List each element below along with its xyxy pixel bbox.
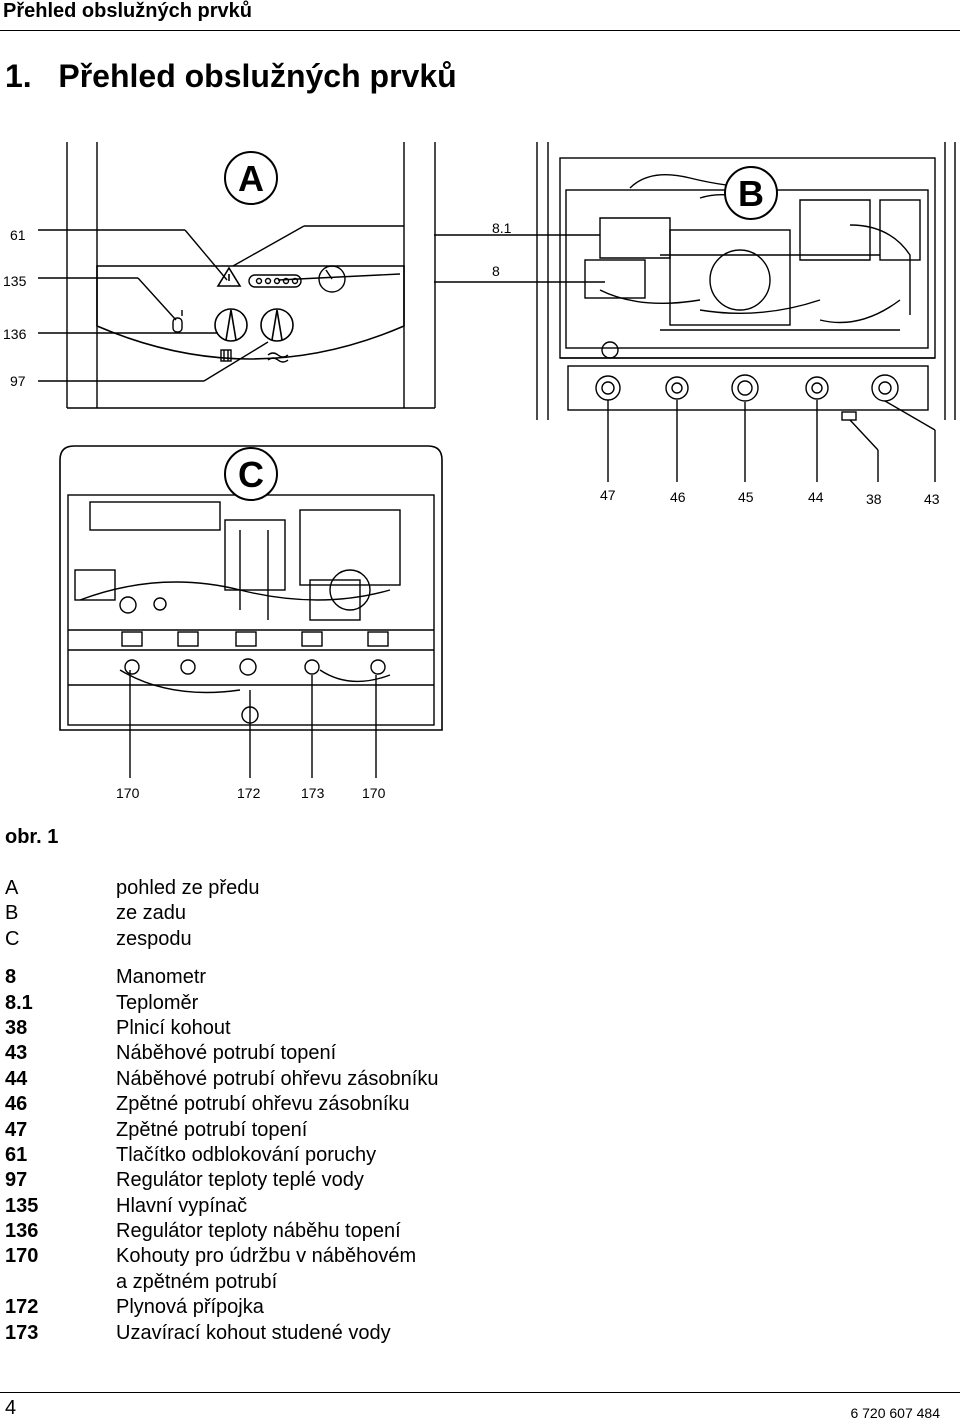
section-number: 1. xyxy=(5,58,32,94)
legend-text: Náběhové potrubí topení xyxy=(116,1042,337,1065)
legend-text: Zpětné potrubí ohřevu zásobníku xyxy=(116,1093,410,1116)
legend-text: Zpětné potrubí topení xyxy=(116,1118,308,1141)
legend-key: 44 xyxy=(5,1067,28,1090)
legend-text: Manometr xyxy=(116,966,207,989)
legend-item-row: 172 Plynová přípojka xyxy=(5,1295,955,1320)
legend-item-row: 46 Zpětné potrubí ohřevu zásobníku xyxy=(5,1092,955,1117)
legend-key: 38 xyxy=(5,1016,28,1039)
legend-key: A xyxy=(5,877,19,899)
view-b-rear: B 8.1 8 47 46 45 44 38 43 xyxy=(434,142,956,507)
legend-key: 97 xyxy=(5,1169,28,1192)
callout-47: 47 xyxy=(600,487,616,503)
legend-key: 173 xyxy=(5,1321,39,1344)
legend-item-row: 43 Náběhové potrubí topení xyxy=(5,1041,955,1066)
legend-text: Náběhové potrubí ohřevu zásobníku xyxy=(116,1067,439,1090)
callout-45: 45 xyxy=(738,489,754,505)
boiler-drawing: A xyxy=(3,142,956,801)
header-rule xyxy=(0,30,960,31)
figure-caption: obr. 1 xyxy=(5,826,59,848)
legend-item-row: 61 Tlačítko odblokování poruchy xyxy=(5,1143,955,1168)
legend-item-row: 135 Hlavní vypínač xyxy=(5,1194,955,1219)
callout-61: 61 xyxy=(10,227,26,243)
view-c-letter: C xyxy=(238,454,264,495)
legend-item-row: 44 Náběhové potrubí ohřevu zásobníku xyxy=(5,1067,955,1092)
callout-38: 38 xyxy=(866,491,882,507)
callout-170-left: 170 xyxy=(116,785,140,801)
legend-item-row: 8 Manometr xyxy=(5,965,955,990)
legend-key: 135 xyxy=(5,1194,39,1217)
view-c-bottom: C 170 172 173 170 xyxy=(59,445,443,801)
legend-text: Plnicí kohout xyxy=(116,1016,231,1039)
legend-key: 43 xyxy=(5,1042,28,1065)
legend-key: C xyxy=(5,927,20,950)
legend-key: 172 xyxy=(5,1296,39,1319)
callout-173: 173 xyxy=(301,785,325,801)
legend-text: Kohouty pro údržbu v náběhovém xyxy=(116,1245,417,1268)
legend-key: 170 xyxy=(5,1245,39,1268)
legend-item-row: 136 Regulátor teploty náběhu topení xyxy=(5,1219,955,1244)
legend-text: Uzavírací kohout studené vody xyxy=(116,1321,391,1344)
running-head: Přehled obslužných prvků xyxy=(3,0,252,22)
view-a-front: A xyxy=(3,142,436,409)
callout-44: 44 xyxy=(808,489,824,505)
view-b-letter: B xyxy=(738,173,764,214)
callout-172: 172 xyxy=(237,785,261,801)
callout-46: 46 xyxy=(670,489,686,505)
legend-text: Regulátor teploty teplé vody xyxy=(116,1169,364,1192)
view-a-letter: A xyxy=(238,158,264,199)
callout-97: 97 xyxy=(10,373,26,389)
legend-text: a zpětném potrubí xyxy=(116,1270,278,1293)
footer-rule xyxy=(0,1392,960,1393)
legend-text: zespodu xyxy=(116,927,192,950)
legend-text: ze zadu xyxy=(116,902,187,925)
legend-key: 46 xyxy=(5,1093,28,1116)
legend-key: B xyxy=(5,902,19,925)
legend-item-row: 97 Regulátor teploty teplé vody xyxy=(5,1168,955,1193)
callout-135: 135 xyxy=(3,273,27,289)
legend-item-row: 38 Plnicí kohout xyxy=(5,1016,955,1041)
legend-item-row: a zpětném potrubí xyxy=(5,1270,955,1295)
callout-43: 43 xyxy=(924,491,940,507)
legend-key: 8.1 xyxy=(5,991,33,1014)
callout-8-1: 8.1 xyxy=(492,220,512,236)
legend-item-row: 8.1 Teploměr xyxy=(5,991,955,1016)
section-title-text: Přehled obslužných prvků xyxy=(58,58,457,94)
figure-boiler-views: A xyxy=(0,130,960,820)
legend-text: Hlavní vypínač xyxy=(116,1194,248,1217)
legend-text: pohled ze předu xyxy=(116,877,260,899)
page-number: 4 xyxy=(5,1397,17,1419)
legend-text: Regulátor teploty náběhu topení xyxy=(116,1220,401,1243)
callout-170-right: 170 xyxy=(362,785,386,801)
legend-text: Plynová přípojka xyxy=(116,1296,264,1319)
legend-key: 136 xyxy=(5,1220,39,1243)
legend-text: Teploměr xyxy=(116,991,199,1014)
legend-key: 8 xyxy=(5,966,17,989)
legend-text: Tlačítko odblokování poruchy xyxy=(116,1143,377,1166)
callout-136: 136 xyxy=(3,326,27,342)
legend-item-row: 47 Zpětné potrubí topení xyxy=(5,1118,955,1143)
legend-key: 61 xyxy=(5,1143,28,1166)
legend-key: 47 xyxy=(5,1118,28,1141)
callout-8: 8 xyxy=(492,263,500,279)
legend-item-row: 173 Uzavírací kohout studené vody xyxy=(5,1321,955,1346)
legend-gap xyxy=(5,952,955,965)
document-number: 6 720 607 484 xyxy=(850,1405,940,1421)
legend-item-row: 170 Kohouty pro údržbu v náběhovém xyxy=(5,1244,955,1269)
section-title: 1. Přehled obslužných prvků xyxy=(5,58,457,95)
